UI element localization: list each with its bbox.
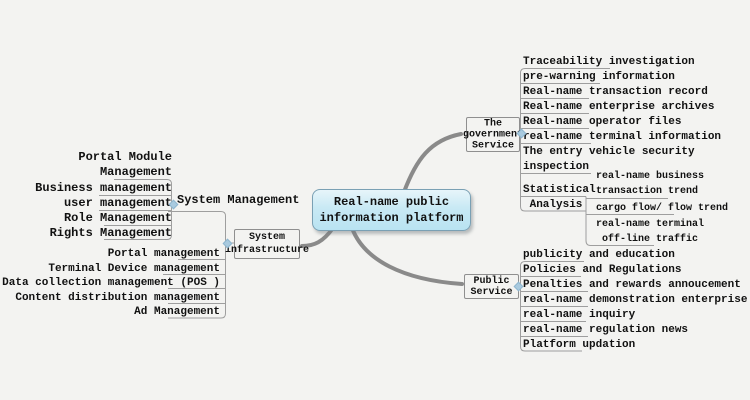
- infra-item-portal[interactable]: Portal management: [107, 248, 220, 260]
- mgmt-item-role[interactable]: Role Management: [63, 211, 172, 225]
- gov-item-transaction-record[interactable]: Real-name transaction record: [523, 86, 708, 98]
- bracket-government-children: [520, 68, 610, 212]
- government-service-label: The government Service: [462, 118, 524, 151]
- pub-item-publicity[interactable]: publicity and education: [523, 249, 675, 261]
- gov-item-enterprise-archives[interactable]: Real-name enterprise archives: [523, 101, 715, 113]
- pub-item-policies[interactable]: Policies and Regulations: [523, 264, 682, 276]
- gov-item-statistical-analysis[interactable]: Statistical Analysis: [523, 184, 596, 211]
- government-service-node[interactable]: The government Service: [462, 117, 524, 152]
- system-infrastructure-label: System infrastructure: [224, 232, 310, 256]
- gov-item-terminal-information[interactable]: real-name terminal information: [523, 131, 722, 143]
- infra-item-data-collection[interactable]: Data collection management (POS ): [2, 277, 220, 289]
- infra-item-ad-management[interactable]: Ad Management: [134, 306, 220, 318]
- pub-item-regulation-news[interactable]: real-name regulation news: [523, 324, 689, 336]
- pub-item-demonstration[interactable]: real-name demonstration enterprise: [523, 294, 748, 306]
- stat-item-transaction-trend[interactable]: real-name business transaction trend: [596, 171, 705, 197]
- pub-item-platform-updation[interactable]: Platform updation: [523, 339, 636, 351]
- mgmt-item-user[interactable]: user management: [63, 196, 172, 210]
- curve-root-to-public-service: [350, 226, 464, 286]
- bracket-statistical-children: [585, 196, 654, 246]
- root-node[interactable]: Real-name public information platform: [312, 189, 471, 231]
- pub-item-penalties[interactable]: Penalties and rewards annoucement: [523, 279, 741, 291]
- stat-item-offline-traffic[interactable]: real-name terminal off-line traffic: [596, 219, 705, 245]
- stat-item-cargo-flow[interactable]: cargo flow/ flow trend: [596, 203, 729, 214]
- bracket-management-children: [104, 179, 172, 240]
- system-management-node[interactable]: System Management: [177, 193, 300, 207]
- curve-root-to-government: [402, 132, 463, 194]
- gov-item-operator-files[interactable]: Real-name operator files: [523, 116, 682, 128]
- gov-item-vehicle-inspection[interactable]: The entry vehicle security inspection: [523, 146, 695, 173]
- mgmt-item-business[interactable]: Business management: [35, 181, 172, 195]
- gov-item-pre-warning[interactable]: pre-warning information: [523, 71, 675, 83]
- mgmt-item-portal-module[interactable]: Portal Module Management: [78, 150, 172, 179]
- public-service-label: Public Service: [470, 275, 513, 298]
- system-infrastructure-node[interactable]: System infrastructure: [225, 229, 309, 259]
- root-node-label: Real-name public information platform: [319, 195, 464, 225]
- mgmt-item-rights[interactable]: Rights Management: [49, 226, 172, 240]
- curve-root-to-infrastructure: [300, 226, 335, 248]
- bracket-infrastructure-children: [168, 211, 226, 319]
- public-service-node[interactable]: Public Service: [464, 274, 519, 299]
- infra-item-content-distribution[interactable]: Content distribution management: [15, 292, 220, 304]
- gov-item-traceability[interactable]: Traceability investigation: [523, 56, 695, 68]
- pub-item-inquiry[interactable]: real-name inquiry: [523, 309, 636, 321]
- infra-item-terminal-device[interactable]: Terminal Device management: [48, 263, 220, 275]
